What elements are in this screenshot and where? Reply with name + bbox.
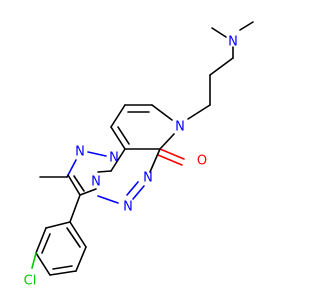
bond-ring-f bbox=[159, 133, 175, 150]
bond-aryl-link bbox=[69, 194, 81, 223]
triazine-ring: N N N bbox=[91, 148, 161, 215]
amine-nitrogen-label: N bbox=[228, 35, 238, 50]
bond-pz-b bbox=[66, 159, 77, 178]
bond-tri-e bbox=[97, 170, 112, 173]
propyl-chain bbox=[187, 57, 234, 120]
triazine-nitrogen-a-label: N bbox=[91, 175, 101, 190]
bond-tri-c-double bbox=[126, 181, 139, 196]
oxygen-label: O bbox=[197, 154, 207, 169]
bond-ring-c bbox=[110, 104, 126, 128]
bond-pz-c-double bbox=[73, 175, 85, 192]
bond-tri-c bbox=[132, 185, 145, 200]
bond-pz-c bbox=[67, 174, 81, 196]
bond-ph-f-double bbox=[66, 227, 81, 248]
bond-ring-d bbox=[110, 126, 126, 150]
pyrazole-nitrogen-2-label: N bbox=[109, 151, 119, 166]
lactam-nitrogen-label: N bbox=[175, 120, 185, 135]
pyrazole-ring: N N bbox=[66, 145, 119, 196]
bond-ph-d-double bbox=[52, 265, 73, 270]
chlorine-label: Cl bbox=[24, 274, 37, 289]
dimethylamino-group: N bbox=[211, 21, 254, 59]
bond-tri-a bbox=[110, 148, 126, 172]
pyridinone-ring: N bbox=[110, 104, 185, 150]
carbonyl-group: O bbox=[157, 148, 207, 169]
pyrazole-nitrogen-1-label: N bbox=[75, 145, 85, 160]
bond-ph-e bbox=[75, 246, 87, 272]
bond-pz-a bbox=[87, 151, 107, 157]
bond-carbonyl-double bbox=[157, 154, 183, 166]
bond-chain-1 bbox=[209, 57, 234, 76]
bond-pz-d bbox=[79, 188, 97, 196]
bond-ph-f bbox=[69, 221, 87, 248]
bond-ph-a bbox=[45, 221, 71, 229]
structure-canvas: N N O N N N N N bbox=[24, 21, 254, 289]
bond-ph-b bbox=[35, 227, 47, 254]
triazine-nitrogen-c-label: N bbox=[143, 171, 153, 186]
chlorophenyl-group: Cl bbox=[24, 194, 87, 289]
molecule-diagram: N N O N N N N N bbox=[24, 21, 254, 289]
bond-chain-3 bbox=[187, 104, 211, 120]
bond-tri-d bbox=[97, 195, 119, 204]
triazine-nitrogen-b-label: N bbox=[123, 200, 133, 215]
bond-ring-a bbox=[151, 104, 173, 121]
bond-tri-b bbox=[149, 148, 161, 173]
bond-ph-b-double bbox=[41, 233, 51, 254]
bond-ph-c bbox=[35, 252, 51, 276]
bond-methyl-b bbox=[239, 21, 254, 31]
bond-carbonyl bbox=[159, 148, 185, 160]
bond-ring-d-double bbox=[117, 126, 130, 145]
bond-methyl-a bbox=[211, 27, 227, 38]
bond-ph-d bbox=[49, 270, 77, 276]
bond-chlorine bbox=[31, 252, 37, 269]
